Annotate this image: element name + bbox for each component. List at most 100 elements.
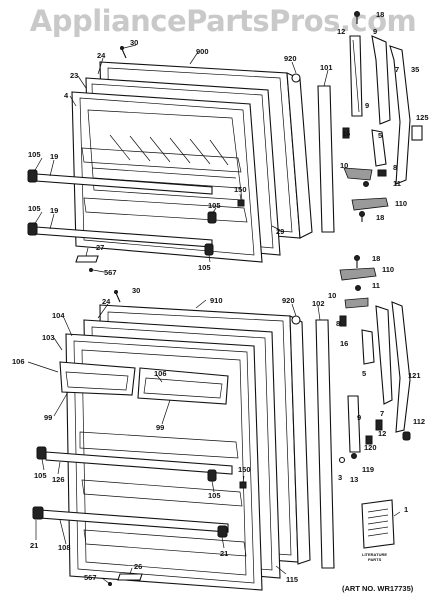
callout-16: 16 — [342, 129, 350, 138]
callout-125: 125 — [416, 113, 429, 122]
callout-105-b: 105 — [208, 201, 221, 210]
callout-920: 920 — [284, 54, 297, 63]
callout-30-b: 30 — [132, 286, 140, 295]
callout-7: 7 — [395, 65, 399, 74]
callout-8-b: 8 — [336, 319, 340, 328]
callout-126: 126 — [52, 475, 65, 484]
callout-18-b: 18 — [376, 213, 384, 222]
callout-105-d: 105 — [198, 263, 211, 272]
callout-3: 3 — [338, 473, 342, 482]
end-cap-125[interactable] — [411, 125, 423, 141]
callout-12-b: 12 — [378, 429, 386, 438]
callout-8: 8 — [393, 163, 397, 172]
callout-26: 26 — [134, 562, 142, 571]
hinge-cover-small[interactable] — [75, 255, 99, 263]
callout-5: 5 — [378, 131, 382, 140]
callout-9-b: 9 — [365, 101, 369, 110]
callout-13: 13 — [350, 475, 358, 484]
callout-112: 112 — [413, 417, 425, 426]
callout-105-c: 105 — [28, 204, 41, 213]
shelf-end-cap-21[interactable] — [217, 525, 228, 538]
callout-99-b: 99 — [156, 423, 164, 432]
callout-29: 29 — [276, 227, 284, 236]
hinge-cover-small-lower[interactable] — [117, 573, 143, 581]
callout-106-b: 106 — [154, 369, 167, 378]
callout-18-c: 18 — [372, 254, 380, 263]
shelf-end-cap-21[interactable] — [32, 506, 44, 520]
callout-labels: 18 30 900 920 12 9 24 23 4 101 7 35 9 5 … — [12, 10, 429, 584]
callout-101: 101 — [320, 63, 333, 72]
door-plug[interactable] — [291, 73, 301, 83]
callout-27: 27 — [96, 243, 104, 252]
callout-24-b: 24 — [102, 297, 111, 306]
handle-cover-5[interactable] — [371, 129, 387, 167]
callout-12: 12 — [337, 27, 345, 36]
shelf-end-cap[interactable] — [207, 469, 217, 482]
callout-103: 103 — [42, 333, 55, 342]
end-cap-112[interactable] — [402, 431, 411, 441]
callout-119: 119 — [362, 465, 374, 474]
hinge-bracket-10b[interactable] — [344, 297, 369, 309]
callout-18: 18 — [376, 10, 384, 19]
callout-910: 910 — [210, 296, 223, 305]
hinge-bracket-10[interactable] — [343, 167, 373, 181]
top-hinge-parts — [342, 11, 423, 222]
fresh-food-door-assembly — [32, 290, 335, 591]
callout-30: 30 — [130, 38, 138, 47]
callout-567-b: 567 — [84, 573, 97, 582]
handle-bar-lower[interactable] — [391, 301, 411, 433]
literature-label-line1: LITERATURE — [362, 552, 387, 557]
callout-920-b: 920 — [282, 296, 295, 305]
door-trim-strip-lower[interactable] — [315, 319, 335, 569]
callout-108: 108 — [58, 543, 71, 552]
hinge-110-top[interactable] — [351, 197, 389, 211]
callout-10-b: 10 — [328, 291, 336, 300]
callout-24: 24 — [97, 51, 106, 60]
callout-11: 11 — [393, 179, 401, 188]
literature-label-line2: PARTS — [368, 557, 382, 562]
callout-21: 21 — [30, 541, 38, 550]
callout-99: 99 — [44, 413, 52, 422]
shelf-end-cap[interactable] — [36, 446, 47, 460]
hinge-110-lower[interactable] — [339, 267, 377, 281]
callout-106: 106 — [12, 357, 25, 366]
callout-105: 105 — [28, 150, 41, 159]
dairy-bin-right[interactable] — [137, 367, 229, 405]
callout-11-b: 11 — [372, 281, 380, 290]
callout-105-f: 105 — [208, 491, 221, 500]
callout-900: 900 — [196, 47, 209, 56]
callout-104: 104 — [52, 311, 65, 320]
handle-cover-5b[interactable] — [361, 329, 375, 365]
shelf-end-cap[interactable] — [27, 222, 38, 236]
callout-7-b: 7 — [380, 409, 384, 418]
hinge-arm[interactable] — [371, 35, 391, 125]
washer-3[interactable] — [338, 456, 346, 464]
callout-115: 115 — [286, 575, 298, 584]
shelf-end-cap[interactable] — [27, 169, 38, 183]
callout-110-b: 110 — [382, 265, 394, 274]
shelf-end-cap[interactable] — [204, 243, 214, 256]
leader-lines — [27, 44, 401, 585]
callout-121: 121 — [408, 371, 421, 380]
art-number: (ART NO. WR17735) — [342, 584, 414, 593]
door-plug-lower[interactable] — [291, 315, 301, 325]
callout-110: 110 — [395, 199, 407, 208]
callout-102: 102 — [312, 299, 325, 308]
dairy-bin-left[interactable] — [59, 361, 136, 396]
callout-105-e: 105 — [34, 471, 47, 480]
callout-4: 4 — [64, 91, 69, 100]
callout-35: 35 — [411, 65, 419, 74]
callout-19-b: 19 — [50, 206, 58, 215]
freezer-door-assembly — [27, 46, 335, 272]
handle-9[interactable] — [347, 395, 361, 453]
callout-150-b: 150 — [238, 465, 251, 474]
handle-bar[interactable] — [389, 45, 411, 185]
handle-lower-7[interactable] — [375, 305, 393, 405]
shelf-end-cap[interactable] — [207, 211, 217, 224]
callout-5-b: 5 — [362, 369, 366, 378]
watermark: AppliancePartsPros.com — [29, 4, 417, 38]
door-trim-strip[interactable] — [317, 85, 335, 233]
literature-booklet[interactable] — [361, 499, 395, 549]
callout-150: 150 — [234, 185, 247, 194]
